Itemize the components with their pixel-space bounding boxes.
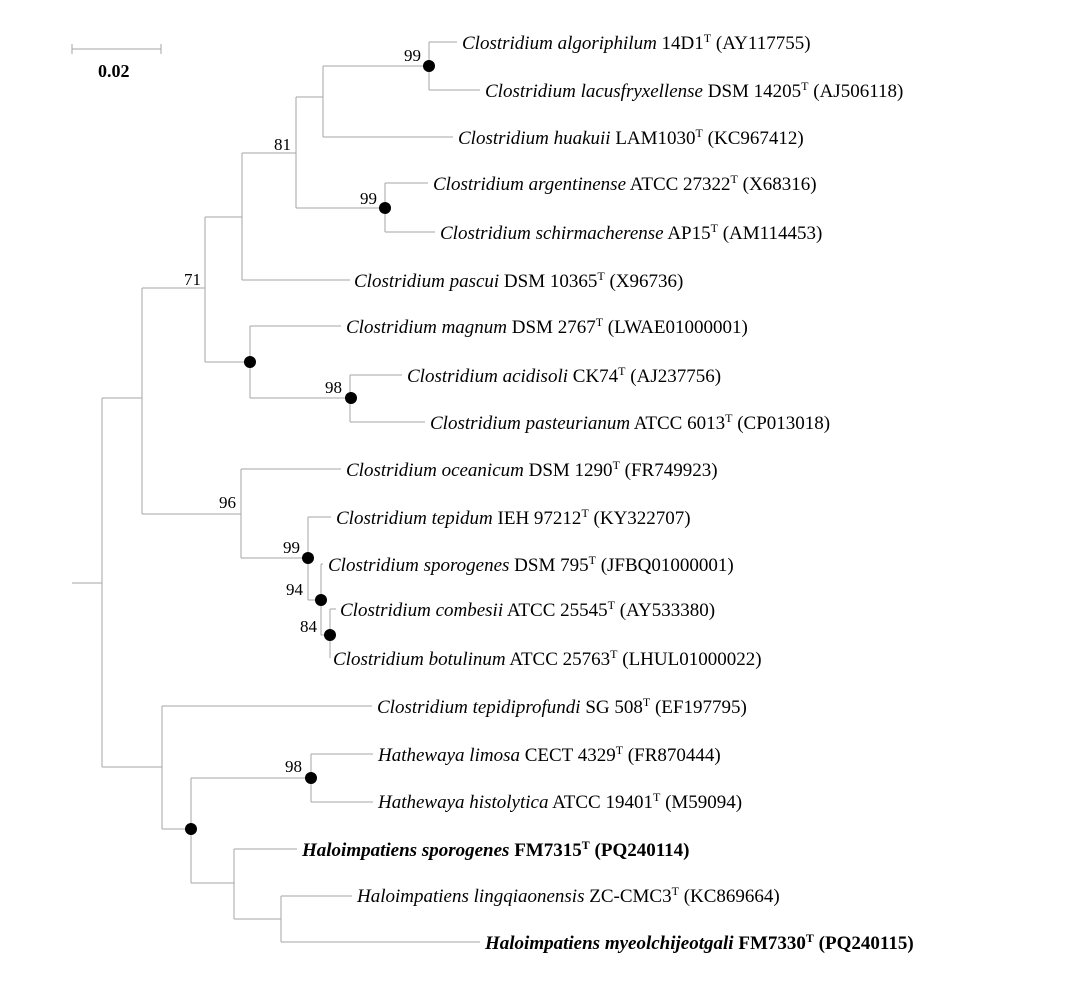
node-marker: [244, 356, 256, 368]
bootstrap-value: 99: [283, 538, 300, 557]
taxon-label: Clostridium botulinum ATCC 25763T (LHUL0…: [333, 647, 762, 670]
scale-bar: 0.02: [71, 44, 162, 81]
bootstrap-value: 71: [184, 270, 201, 289]
taxon-label: Clostridium lacusfryxellense DSM 14205T …: [485, 79, 903, 102]
tree-branches: [72, 41, 480, 943]
bootstrap-value: 94: [286, 580, 304, 599]
taxon-label: Clostridium schirmacherense AP15T (AM114…: [440, 221, 822, 244]
taxon-label: Clostridium pascui DSM 10365T (X96736): [354, 269, 683, 292]
taxon-label-bold: Haloimpatiens myeolchijeotgali FM7330T (…: [484, 931, 914, 954]
taxon-label: Clostridium tepidiprofundi SG 508T (EF19…: [377, 695, 747, 718]
taxon-label: Clostridium pasteurianum ATCC 6013T (CP0…: [430, 411, 830, 434]
taxon-label: Clostridium huakuii LAM1030T (KC967412): [458, 126, 804, 149]
bootstrap-values: 99 81 99 71 98 96 99 94 84 98: [184, 46, 421, 776]
taxon-label: Clostridium tepidum IEH 97212T (KY322707…: [336, 506, 691, 529]
taxon-label-bold: Haloimpatiens sporogenes FM7315T (PQ2401…: [301, 838, 690, 861]
bootstrap-value: 84: [300, 617, 318, 636]
taxon-label: Haloimpatiens lingqiaonensis ZC-CMC3T (K…: [356, 884, 780, 907]
node-marker: [302, 552, 314, 564]
taxon-label: Clostridium sporogenes DSM 795T (JFBQ010…: [328, 553, 734, 576]
node-marker: [305, 772, 317, 784]
taxon-label: Hathewaya limosa CECT 4329T (FR870444): [377, 743, 721, 766]
node-marker: [185, 823, 197, 835]
node-marker: [324, 629, 336, 641]
taxon-label: Hathewaya histolytica ATCC 19401T (M5909…: [377, 790, 742, 813]
bootstrap-value: 98: [325, 378, 342, 397]
bootstrap-value: 81: [274, 135, 291, 154]
node-marker: [315, 594, 327, 606]
bootstrap-value: 98: [285, 757, 302, 776]
taxon-label: Clostridium oceanicum DSM 1290T (FR74992…: [346, 458, 718, 481]
node-marker: [423, 60, 435, 72]
bootstrap-value: 99: [360, 189, 377, 208]
taxon-label: Clostridium magnum DSM 2767T (LWAE010000…: [346, 315, 748, 338]
node-markers: [185, 60, 435, 835]
bootstrap-value: 96: [219, 493, 236, 512]
bootstrap-value: 99: [404, 46, 421, 65]
taxon-labels: Clostridium algoriphilum 14D1T (AY117755…: [301, 31, 914, 954]
node-marker: [379, 202, 391, 214]
taxon-label: Clostridium argentinense ATCC 27322T (X6…: [433, 172, 817, 195]
taxon-label: Clostridium acidisoli CK74T (AJ237756): [407, 364, 721, 387]
node-marker: [345, 392, 357, 404]
taxon-label: Clostridium algoriphilum 14D1T (AY117755…: [462, 31, 811, 54]
scale-bar-label: 0.02: [98, 61, 130, 81]
taxon-label: Clostridium combesii ATCC 25545T (AY5333…: [340, 598, 715, 621]
